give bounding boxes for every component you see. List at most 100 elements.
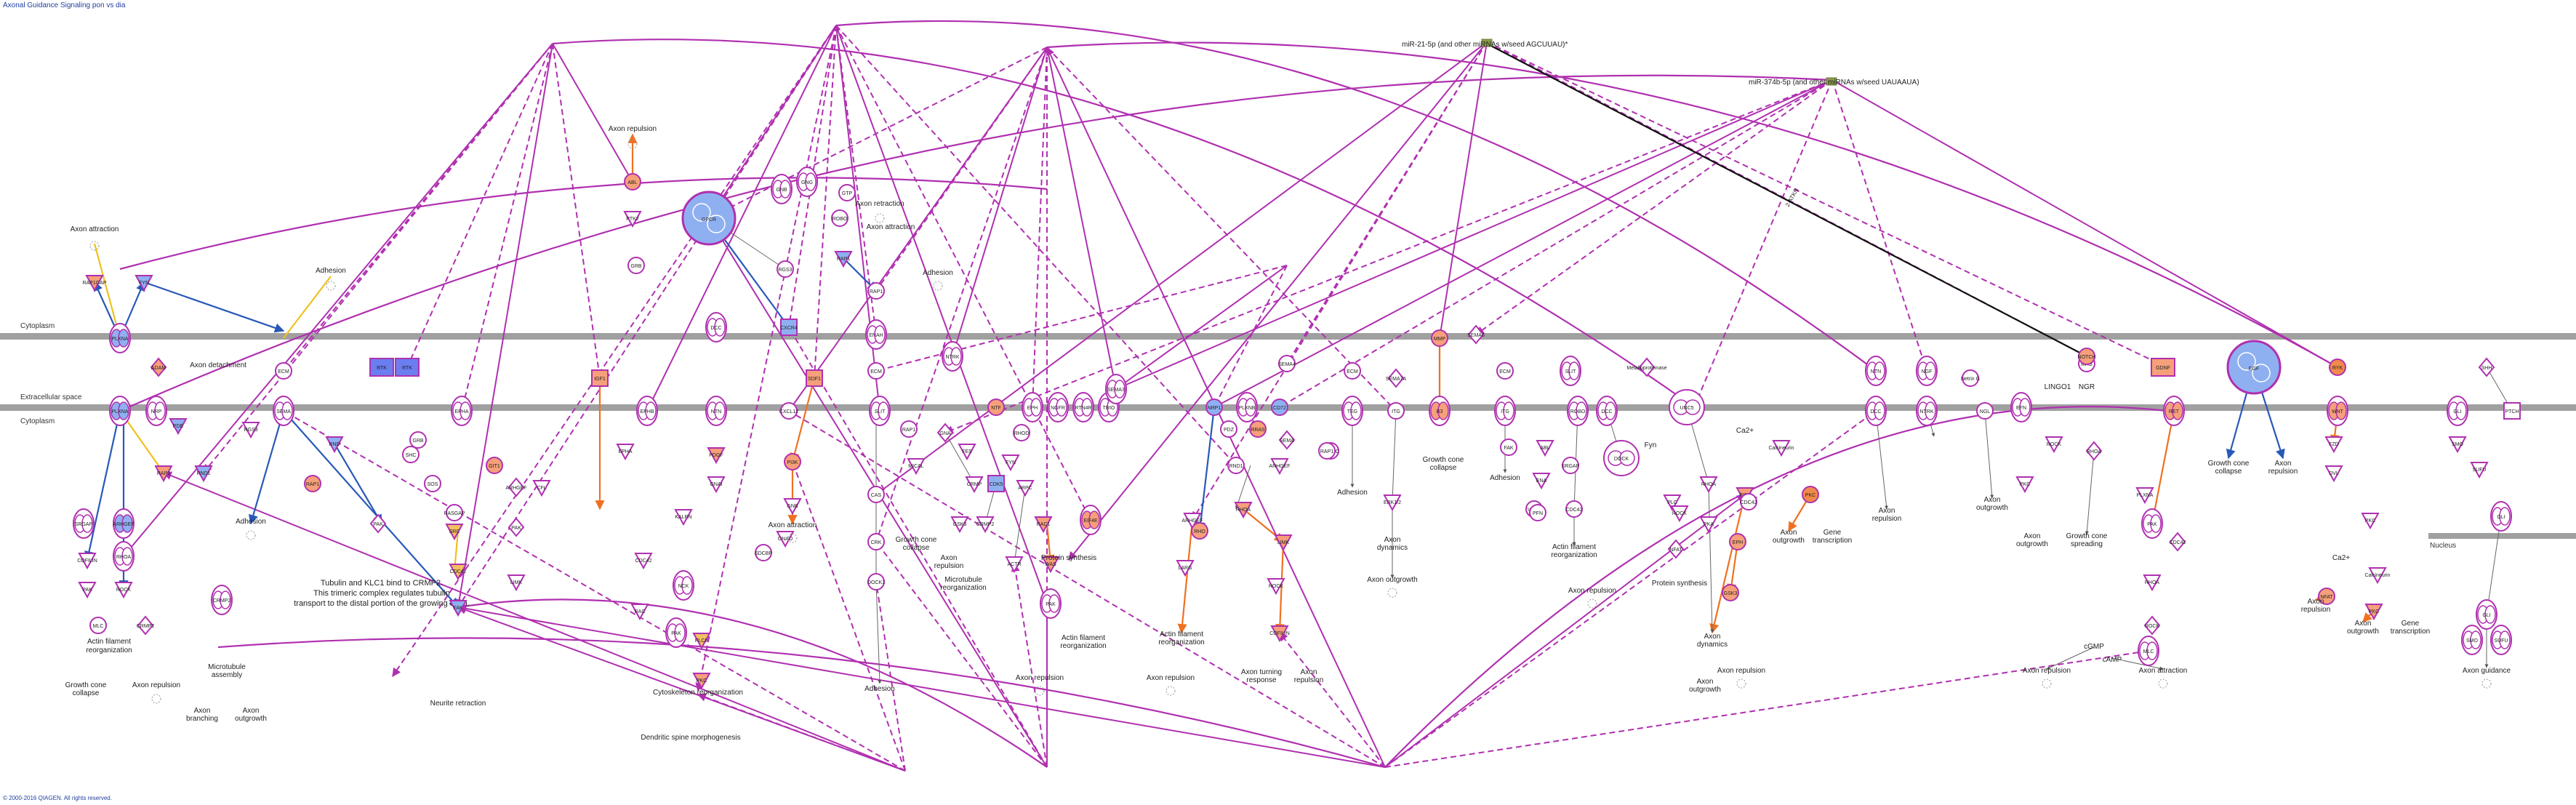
pathway-node[interactable]: RND1	[194, 465, 213, 483]
pathway-node[interactable]: SRGAP	[73, 508, 95, 539]
pathway-node[interactable]: PTK2	[623, 211, 642, 228]
pathway-node[interactable]: FYN	[1001, 454, 1020, 472]
pathway-node[interactable]: GDNF	[2151, 358, 2175, 377]
pathway-node[interactable]: RGS3	[241, 422, 260, 439]
pathway-node[interactable]: PKC	[2015, 476, 2034, 494]
pathway-node[interactable]: CFL	[532, 480, 551, 497]
pathway-node[interactable]: CRMP	[965, 476, 984, 494]
pathway-node[interactable]: B3	[1429, 396, 1450, 426]
pathway-node[interactable]: RET	[2163, 396, 2185, 426]
pathway-node[interactable]: RTN4R	[1072, 392, 1094, 422]
pathway-node[interactable]: ROCK	[1267, 578, 1285, 596]
pathway-node[interactable]: NOTCH	[2078, 348, 2096, 365]
pathway-node[interactable]: FAK	[449, 600, 468, 617]
pathway-node[interactable]: GRB	[627, 257, 645, 274]
pathway-node[interactable]: SDF1	[806, 369, 823, 387]
pathway-node[interactable]: LIMK	[1274, 534, 1293, 552]
pathway-node[interactable]: ARPC	[1016, 480, 1035, 497]
pathway-node[interactable]: ADAM	[150, 357, 167, 377]
pathway-node[interactable]: UNC5	[1669, 389, 1705, 425]
pathway-node[interactable]: ROCK	[114, 582, 133, 599]
pathway-node[interactable]: EPHA	[451, 396, 473, 426]
pathway-node[interactable]: TEG	[1341, 396, 1363, 426]
pathway-node[interactable]: GIT1	[486, 457, 503, 474]
pathway-node[interactable]: NTN	[705, 396, 727, 426]
pathway-node[interactable]: DOCK	[1603, 440, 1640, 476]
pathway-node[interactable]: CXCR4	[780, 319, 798, 336]
pathway-node[interactable]: PKC	[2364, 604, 2383, 621]
pathway-node[interactable]: NFAT	[2318, 588, 2335, 605]
pathway-node[interactable]: GSK3	[1722, 584, 1739, 601]
pathway-node[interactable]: NGL	[1976, 402, 1994, 420]
pathway-node[interactable]: ECM	[1496, 362, 1514, 380]
pathway-node[interactable]: SEMA	[273, 396, 294, 426]
pathway-node[interactable]: NGFR	[1047, 392, 1069, 422]
pathway-node[interactable]: EIF4E	[1080, 505, 1102, 535]
pathway-node[interactable]: GNB	[783, 498, 802, 516]
pathway-node[interactable]: NFAT	[1667, 539, 1685, 559]
pathway-node[interactable]: ARHGEF	[1269, 458, 1291, 476]
pathway-node[interactable]: RAP1	[900, 420, 918, 438]
pathway-node[interactable]: EPH	[1729, 533, 1746, 550]
pathway-node[interactable]: RGS3	[777, 260, 794, 278]
pathway-node[interactable]: CRMP2	[211, 585, 233, 615]
pathway-node[interactable]: PDE	[169, 418, 188, 436]
pathway-node[interactable]: RHOD	[1013, 424, 1030, 441]
pathway-node[interactable]: CRMP2	[137, 615, 155, 636]
pathway-node[interactable]: ABL	[1536, 440, 1554, 457]
pathway-node[interactable]: ECM	[1344, 362, 1361, 380]
pathway-node[interactable]: RAP1GAP	[82, 275, 107, 292]
pathway-node[interactable]: PDGF	[707, 447, 726, 465]
pathway-node[interactable]: PLXNA	[109, 396, 131, 426]
pathway-node[interactable]: EPHA	[616, 444, 635, 461]
pathway-node[interactable]: PAK	[369, 513, 387, 534]
pathway-node[interactable]: NTF	[987, 399, 1005, 416]
pathway-node[interactable]: ROCK	[2045, 436, 2063, 454]
pathway-node[interactable]: COFILIN	[77, 553, 97, 570]
pathway-node[interactable]: MLC	[89, 617, 107, 634]
pathway-node[interactable]: Calcineurin	[1768, 440, 1794, 457]
pathway-node[interactable]: PDZ	[1220, 420, 1237, 438]
pathway-node[interactable]: SRC	[445, 524, 464, 541]
pathway-node[interactable]: RHOA	[113, 541, 135, 572]
pathway-node[interactable]: SMO	[2448, 436, 2467, 454]
pathway-node[interactable]: FAK	[1500, 438, 1517, 456]
pathway-node[interactable]: CRK	[867, 533, 885, 550]
pathway-node[interactable]: CDC42	[2170, 532, 2186, 552]
pathway-node[interactable]: FZD	[2324, 436, 2343, 454]
pathway-node[interactable]: Metalloproteinase	[1626, 357, 1667, 377]
pathway-node[interactable]: RYK	[2329, 359, 2346, 376]
pathway-node[interactable]: COFILIN	[1269, 625, 1290, 643]
pathway-node[interactable]: KALRN	[674, 509, 693, 526]
pathway-node[interactable]: PLC	[1663, 494, 1682, 512]
pathway-node[interactable]: GPCR	[681, 191, 737, 246]
pathway-node[interactable]: GNAI	[707, 476, 726, 494]
pathway-node[interactable]: SHC	[402, 446, 420, 463]
pathway-node[interactable]: ENA	[1532, 473, 1551, 490]
pathway-node[interactable]: ENAH	[865, 319, 887, 350]
pathway-node[interactable]: ROBO	[831, 209, 848, 227]
pathway-node[interactable]: GLI	[2490, 501, 2512, 532]
pathway-node[interactable]: Netrin G	[1961, 369, 1980, 387]
pathway-node[interactable]: RAP1	[1318, 442, 1336, 460]
pathway-node[interactable]: PLXNB	[1236, 392, 1258, 422]
pathway-node[interactable]: SEMA	[1278, 430, 1296, 450]
pathway-node[interactable]: CDK5	[987, 475, 1005, 492]
pathway-node[interactable]: ECM	[867, 362, 885, 380]
pathway-node[interactable]: RRAS	[1249, 420, 1267, 438]
pathway-node[interactable]: WAS	[1041, 556, 1060, 574]
pathway-node[interactable]: PAK	[78, 582, 97, 599]
pathway-node[interactable]: SUFU	[2490, 625, 2512, 655]
pathway-node[interactable]: SLIT	[869, 396, 891, 426]
pathway-node[interactable]: DOCK1	[867, 573, 885, 590]
pathway-node[interactable]: MLC	[2138, 636, 2159, 666]
pathway-node[interactable]: PTCH	[2503, 402, 2521, 420]
pathway-node[interactable]: LARG	[1176, 560, 1195, 577]
mir374-node[interactable]	[1826, 77, 1837, 86]
pathway-node[interactable]: RTK	[395, 358, 420, 377]
pathway-node[interactable]: SOS	[424, 475, 441, 492]
pathway-node[interactable]: GRB	[409, 431, 427, 449]
pathway-node[interactable]: WNT	[2327, 396, 2348, 426]
pathway-node[interactable]: ARHGEF	[1181, 513, 1203, 530]
mir21-node[interactable]	[1481, 39, 1493, 47]
